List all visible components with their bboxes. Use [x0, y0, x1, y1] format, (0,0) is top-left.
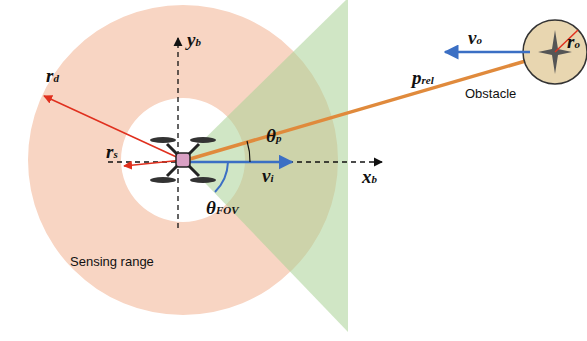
axis-label: yb [187, 30, 201, 49]
angle-label: θp [266, 126, 281, 145]
velocity-label: vo [468, 28, 482, 47]
radius-label: ro [567, 32, 580, 51]
region-label: Obstacle [465, 87, 516, 100]
radius-label: rd [46, 66, 59, 85]
radius-label: rs [106, 142, 118, 161]
velocity-label: vi [262, 166, 274, 185]
region-label: Sensing range [70, 255, 154, 268]
axis-label: xb [362, 167, 377, 186]
vector-label: prel [412, 68, 434, 87]
obstacle-circle: Obstacle [523, 20, 587, 84]
angle-label: θFOV [206, 198, 239, 217]
sensing-region: Sensing range [28, 5, 338, 315]
